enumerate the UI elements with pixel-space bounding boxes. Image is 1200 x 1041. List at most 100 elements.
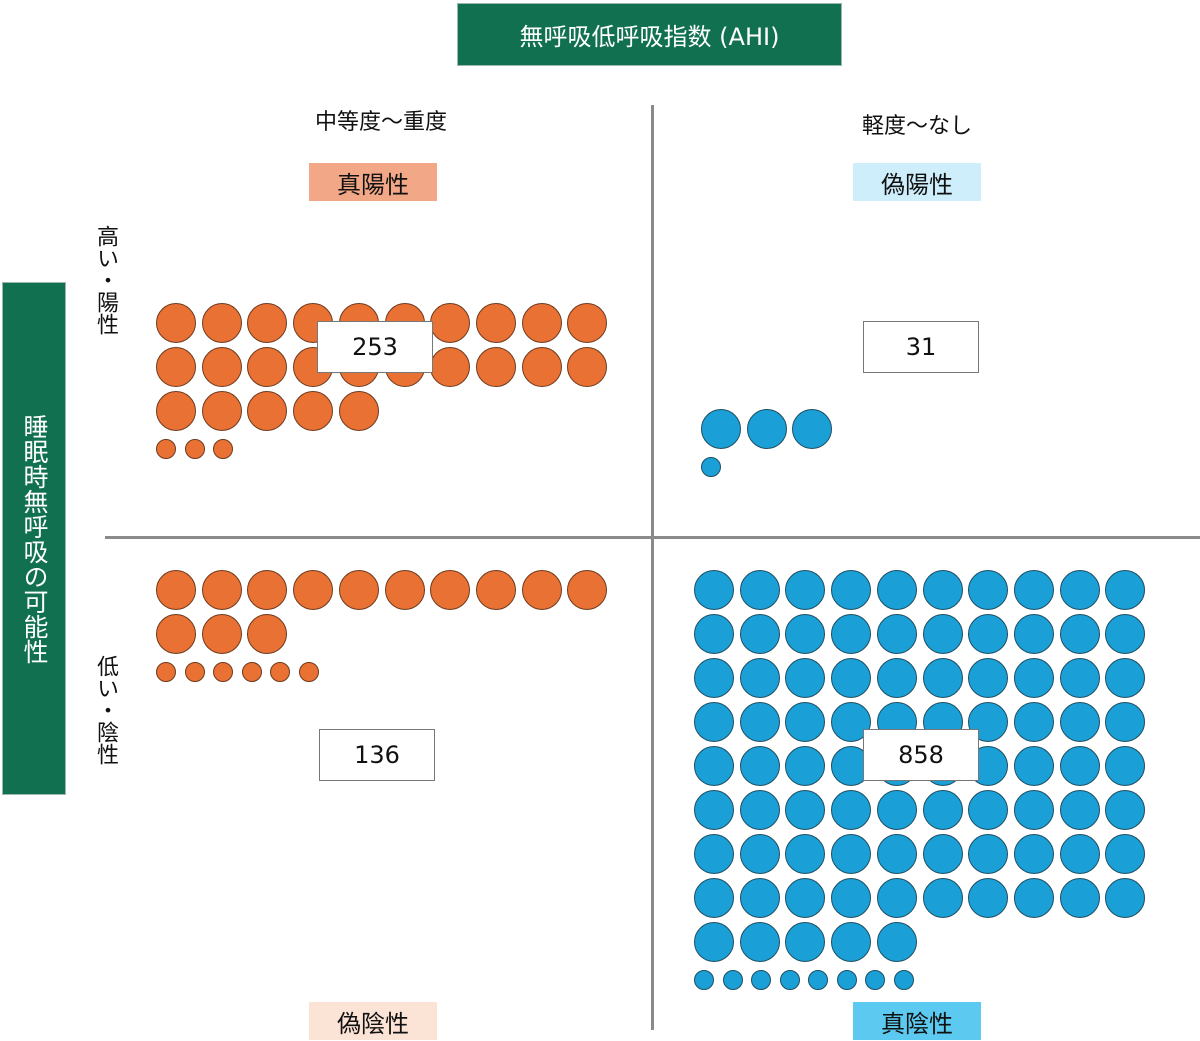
tn-dot-ten <box>785 570 826 610</box>
tn-dot-one <box>751 970 771 990</box>
tp-dot-ten <box>338 391 379 431</box>
horizontal-divider <box>105 536 1200 539</box>
tn-dot-ten <box>694 702 734 742</box>
tn-dot-ten <box>739 790 780 830</box>
tn-dot-one <box>779 970 800 990</box>
tn-dot-ten <box>1059 746 1100 786</box>
tn-dot-ten <box>739 878 780 918</box>
tn-dot-ten <box>694 658 734 698</box>
tn-dot-ten <box>739 922 780 962</box>
fn-dot-one <box>184 662 205 682</box>
tn-dot-ten <box>1013 746 1054 786</box>
tn-dot-ten <box>968 878 1009 918</box>
tp-dot-ten <box>156 391 196 431</box>
tn-dot-one <box>808 970 828 990</box>
tp-dot-ten <box>293 391 334 431</box>
tp-dot-ten <box>201 303 242 343</box>
tn-dot-ten <box>968 834 1009 874</box>
tp-dot-ten <box>201 391 242 431</box>
tn-dot-ten <box>876 790 917 830</box>
tn-dot-ten <box>739 658 780 698</box>
true-negative-count: 858 <box>863 729 979 781</box>
fn-dot-ten <box>521 570 562 610</box>
tn-dot-ten <box>694 570 734 610</box>
tn-dot-ten <box>1105 570 1146 610</box>
tn-dot-ten <box>876 570 917 610</box>
tn-dot-ten <box>1059 702 1100 742</box>
tp-dot-ten <box>430 303 471 343</box>
fn-dot-ten <box>201 614 242 654</box>
tn-dot-one <box>694 970 714 990</box>
fn-dot-ten <box>156 614 196 654</box>
tn-dot-ten <box>694 878 734 918</box>
tn-dot-ten <box>1105 878 1146 918</box>
tn-dot-ten <box>968 570 1009 610</box>
tp-dot-one <box>156 439 176 459</box>
fn-dot-ten <box>475 570 516 610</box>
tp-dot-one <box>184 439 205 459</box>
tn-dot-ten <box>831 614 872 654</box>
tn-dot-ten <box>1059 658 1100 698</box>
fn-dot-ten <box>567 570 608 610</box>
tn-dot-ten <box>1105 614 1146 654</box>
fp-dot-ten <box>792 409 833 449</box>
tn-dot-ten <box>1013 658 1054 698</box>
tn-dot-ten <box>785 878 826 918</box>
tn-dot-ten <box>739 614 780 654</box>
fn-dot-one <box>213 662 233 682</box>
tn-dot-ten <box>739 702 780 742</box>
tn-dot-ten <box>1105 746 1146 786</box>
false-positive-label: 偽陽性 <box>853 163 981 201</box>
tn-dot-ten <box>1013 702 1054 742</box>
fn-dot-one <box>298 662 319 682</box>
tp-dot-ten <box>156 347 196 387</box>
tn-dot-one <box>865 970 885 990</box>
column-header-moderate-severe: 中等度〜重度 <box>314 110 447 135</box>
tp-dot-ten <box>156 303 196 343</box>
true-negative-label: 真陰性 <box>853 1002 981 1040</box>
tn-dot-ten <box>1105 834 1146 874</box>
tn-dot-ten <box>876 878 917 918</box>
tn-dot-ten <box>876 614 917 654</box>
fn-dot-ten <box>247 614 288 654</box>
tp-dot-ten <box>247 347 288 387</box>
fp-dot-ten <box>701 409 741 449</box>
tn-dot-ten <box>922 790 963 830</box>
tn-dot-ten <box>1059 878 1100 918</box>
tn-dot-ten <box>1013 570 1054 610</box>
true-positive-label: 真陽性 <box>309 163 437 201</box>
fp-dot-ten <box>746 409 787 449</box>
tn-dot-ten <box>785 834 826 874</box>
tn-dot-ten <box>1059 614 1100 654</box>
tn-dot-ten <box>922 614 963 654</box>
tp-dot-ten <box>247 303 288 343</box>
tn-dot-ten <box>922 834 963 874</box>
tn-dot-ten <box>831 658 872 698</box>
tn-dot-ten <box>1105 790 1146 830</box>
tn-dot-ten <box>1013 878 1054 918</box>
fn-dot-ten <box>430 570 471 610</box>
tn-dot-ten <box>1059 834 1100 874</box>
tn-dot-one <box>893 970 914 990</box>
tp-dot-ten <box>521 347 562 387</box>
tp-dot-ten <box>475 347 516 387</box>
tn-dot-ten <box>785 658 826 698</box>
tn-dot-ten <box>785 702 826 742</box>
tn-dot-ten <box>922 570 963 610</box>
tn-dot-ten <box>1105 702 1146 742</box>
tp-dot-one <box>213 439 233 459</box>
false-negative-label: 偽陰性 <box>309 1002 437 1040</box>
tn-dot-ten <box>968 702 1009 742</box>
tn-dot-ten <box>831 790 872 830</box>
tn-dot-ten <box>831 834 872 874</box>
row-header-high-positive: 高い・陽性 <box>93 225 118 335</box>
tn-dot-ten <box>968 658 1009 698</box>
tn-dot-ten <box>876 658 917 698</box>
tn-dot-ten <box>739 570 780 610</box>
fn-dot-one <box>241 662 262 682</box>
tn-dot-ten <box>694 614 734 654</box>
tp-dot-ten <box>567 347 608 387</box>
tn-dot-ten <box>1105 658 1146 698</box>
tp-dot-ten <box>430 347 471 387</box>
ahi-title: 無呼吸低呼吸指数 (AHI) <box>457 3 842 66</box>
